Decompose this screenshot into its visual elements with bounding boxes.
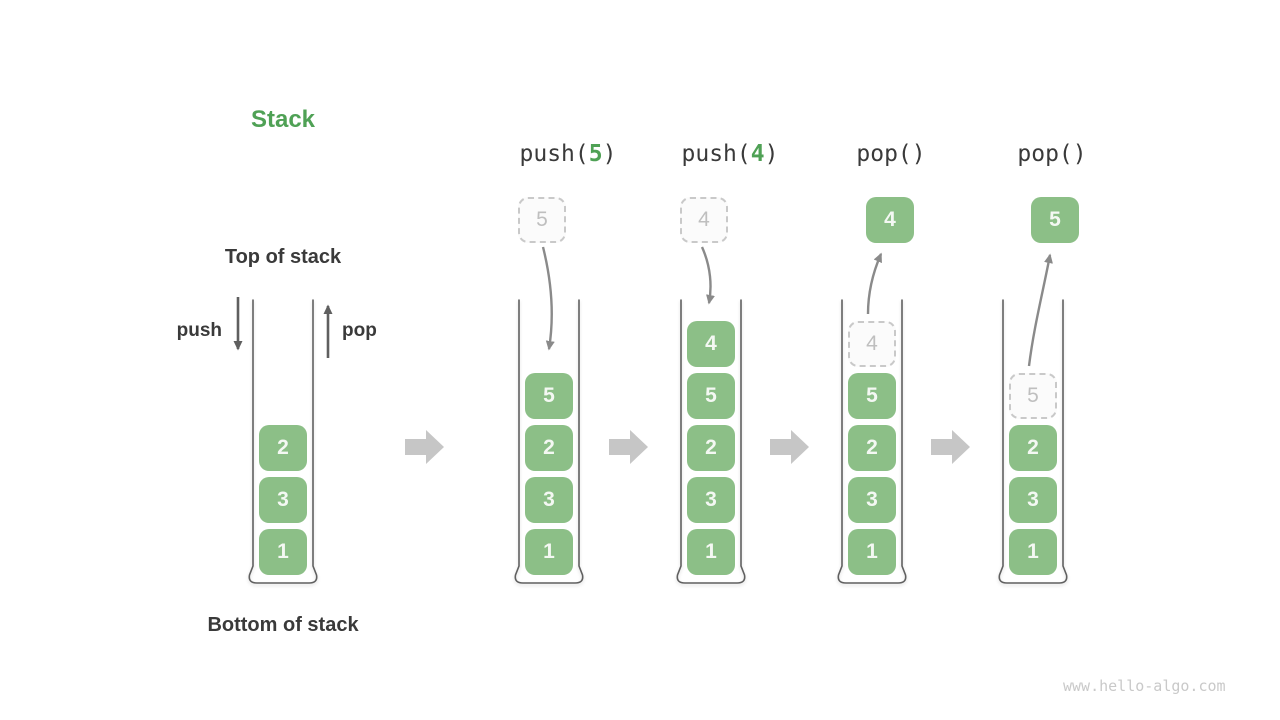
pop-curve-arrow-icon bbox=[1027, 253, 1053, 367]
step-arrow-icon bbox=[405, 430, 444, 464]
op-pre: pop() bbox=[1017, 141, 1087, 167]
stack-item: 1 bbox=[687, 529, 735, 575]
stack-container bbox=[998, 299, 1068, 584]
bottom-of-stack-label: Bottom of stack bbox=[207, 614, 359, 636]
stack-item: 5 bbox=[687, 373, 735, 419]
pop-curve-arrow-icon bbox=[866, 252, 883, 315]
operation-label-push-5: push(5) bbox=[468, 141, 668, 167]
ghost-item: 5 bbox=[1009, 373, 1057, 419]
stack-item: 1 bbox=[259, 529, 307, 575]
op-arg: 5 bbox=[588, 141, 603, 167]
op-arg: 4 bbox=[750, 141, 765, 167]
stack-container bbox=[514, 299, 584, 584]
stack-item: 2 bbox=[687, 425, 735, 471]
stack-item: 1 bbox=[525, 529, 573, 575]
step-arrow-icon bbox=[609, 430, 648, 464]
stack-item: 2 bbox=[525, 425, 573, 471]
stack-item: 2 bbox=[1009, 425, 1057, 471]
stack-item: 3 bbox=[1009, 477, 1057, 523]
top-of-stack-label: Top of stack bbox=[224, 246, 342, 268]
op-post: ) bbox=[602, 141, 617, 167]
step-arrow-icon bbox=[770, 430, 809, 464]
stack-item: 1 bbox=[848, 529, 896, 575]
stack-item: 5 bbox=[848, 373, 896, 419]
op-pre: push( bbox=[681, 141, 751, 167]
stack-item: 4 bbox=[687, 321, 735, 367]
stack-container bbox=[837, 299, 907, 584]
operation-label-pop-2: pop() bbox=[952, 141, 1152, 167]
stack-item: 3 bbox=[687, 477, 735, 523]
stack-container bbox=[676, 299, 746, 584]
watermark: www.hello-algo.com bbox=[1063, 677, 1226, 695]
stack-item: 3 bbox=[525, 477, 573, 523]
popped-item: 4 bbox=[866, 197, 914, 243]
stack-item: 2 bbox=[259, 425, 307, 471]
popped-item: 5 bbox=[1031, 197, 1079, 243]
stack-item: 3 bbox=[259, 477, 307, 523]
push-curve-arrow-icon bbox=[541, 246, 555, 351]
pop-label: pop bbox=[342, 320, 377, 341]
ghost-item: 4 bbox=[848, 321, 896, 367]
stack-container bbox=[248, 299, 318, 584]
push-curve-arrow-icon bbox=[700, 246, 715, 305]
op-post: ) bbox=[764, 141, 779, 167]
operation-label-push-4: push(4) bbox=[630, 141, 830, 167]
op-pre: pop() bbox=[856, 141, 926, 167]
stack-item: 2 bbox=[848, 425, 896, 471]
stack-item: 1 bbox=[1009, 529, 1057, 575]
staged-item: 5 bbox=[518, 197, 566, 243]
diagram-title: Stack bbox=[250, 106, 316, 133]
staged-item: 4 bbox=[680, 197, 728, 243]
step-arrow-icon bbox=[931, 430, 970, 464]
stack-item: 5 bbox=[525, 373, 573, 419]
stack-item: 3 bbox=[848, 477, 896, 523]
operation-label-pop-1: pop() bbox=[791, 141, 991, 167]
push-label: push bbox=[176, 320, 222, 341]
op-pre: push( bbox=[519, 141, 589, 167]
